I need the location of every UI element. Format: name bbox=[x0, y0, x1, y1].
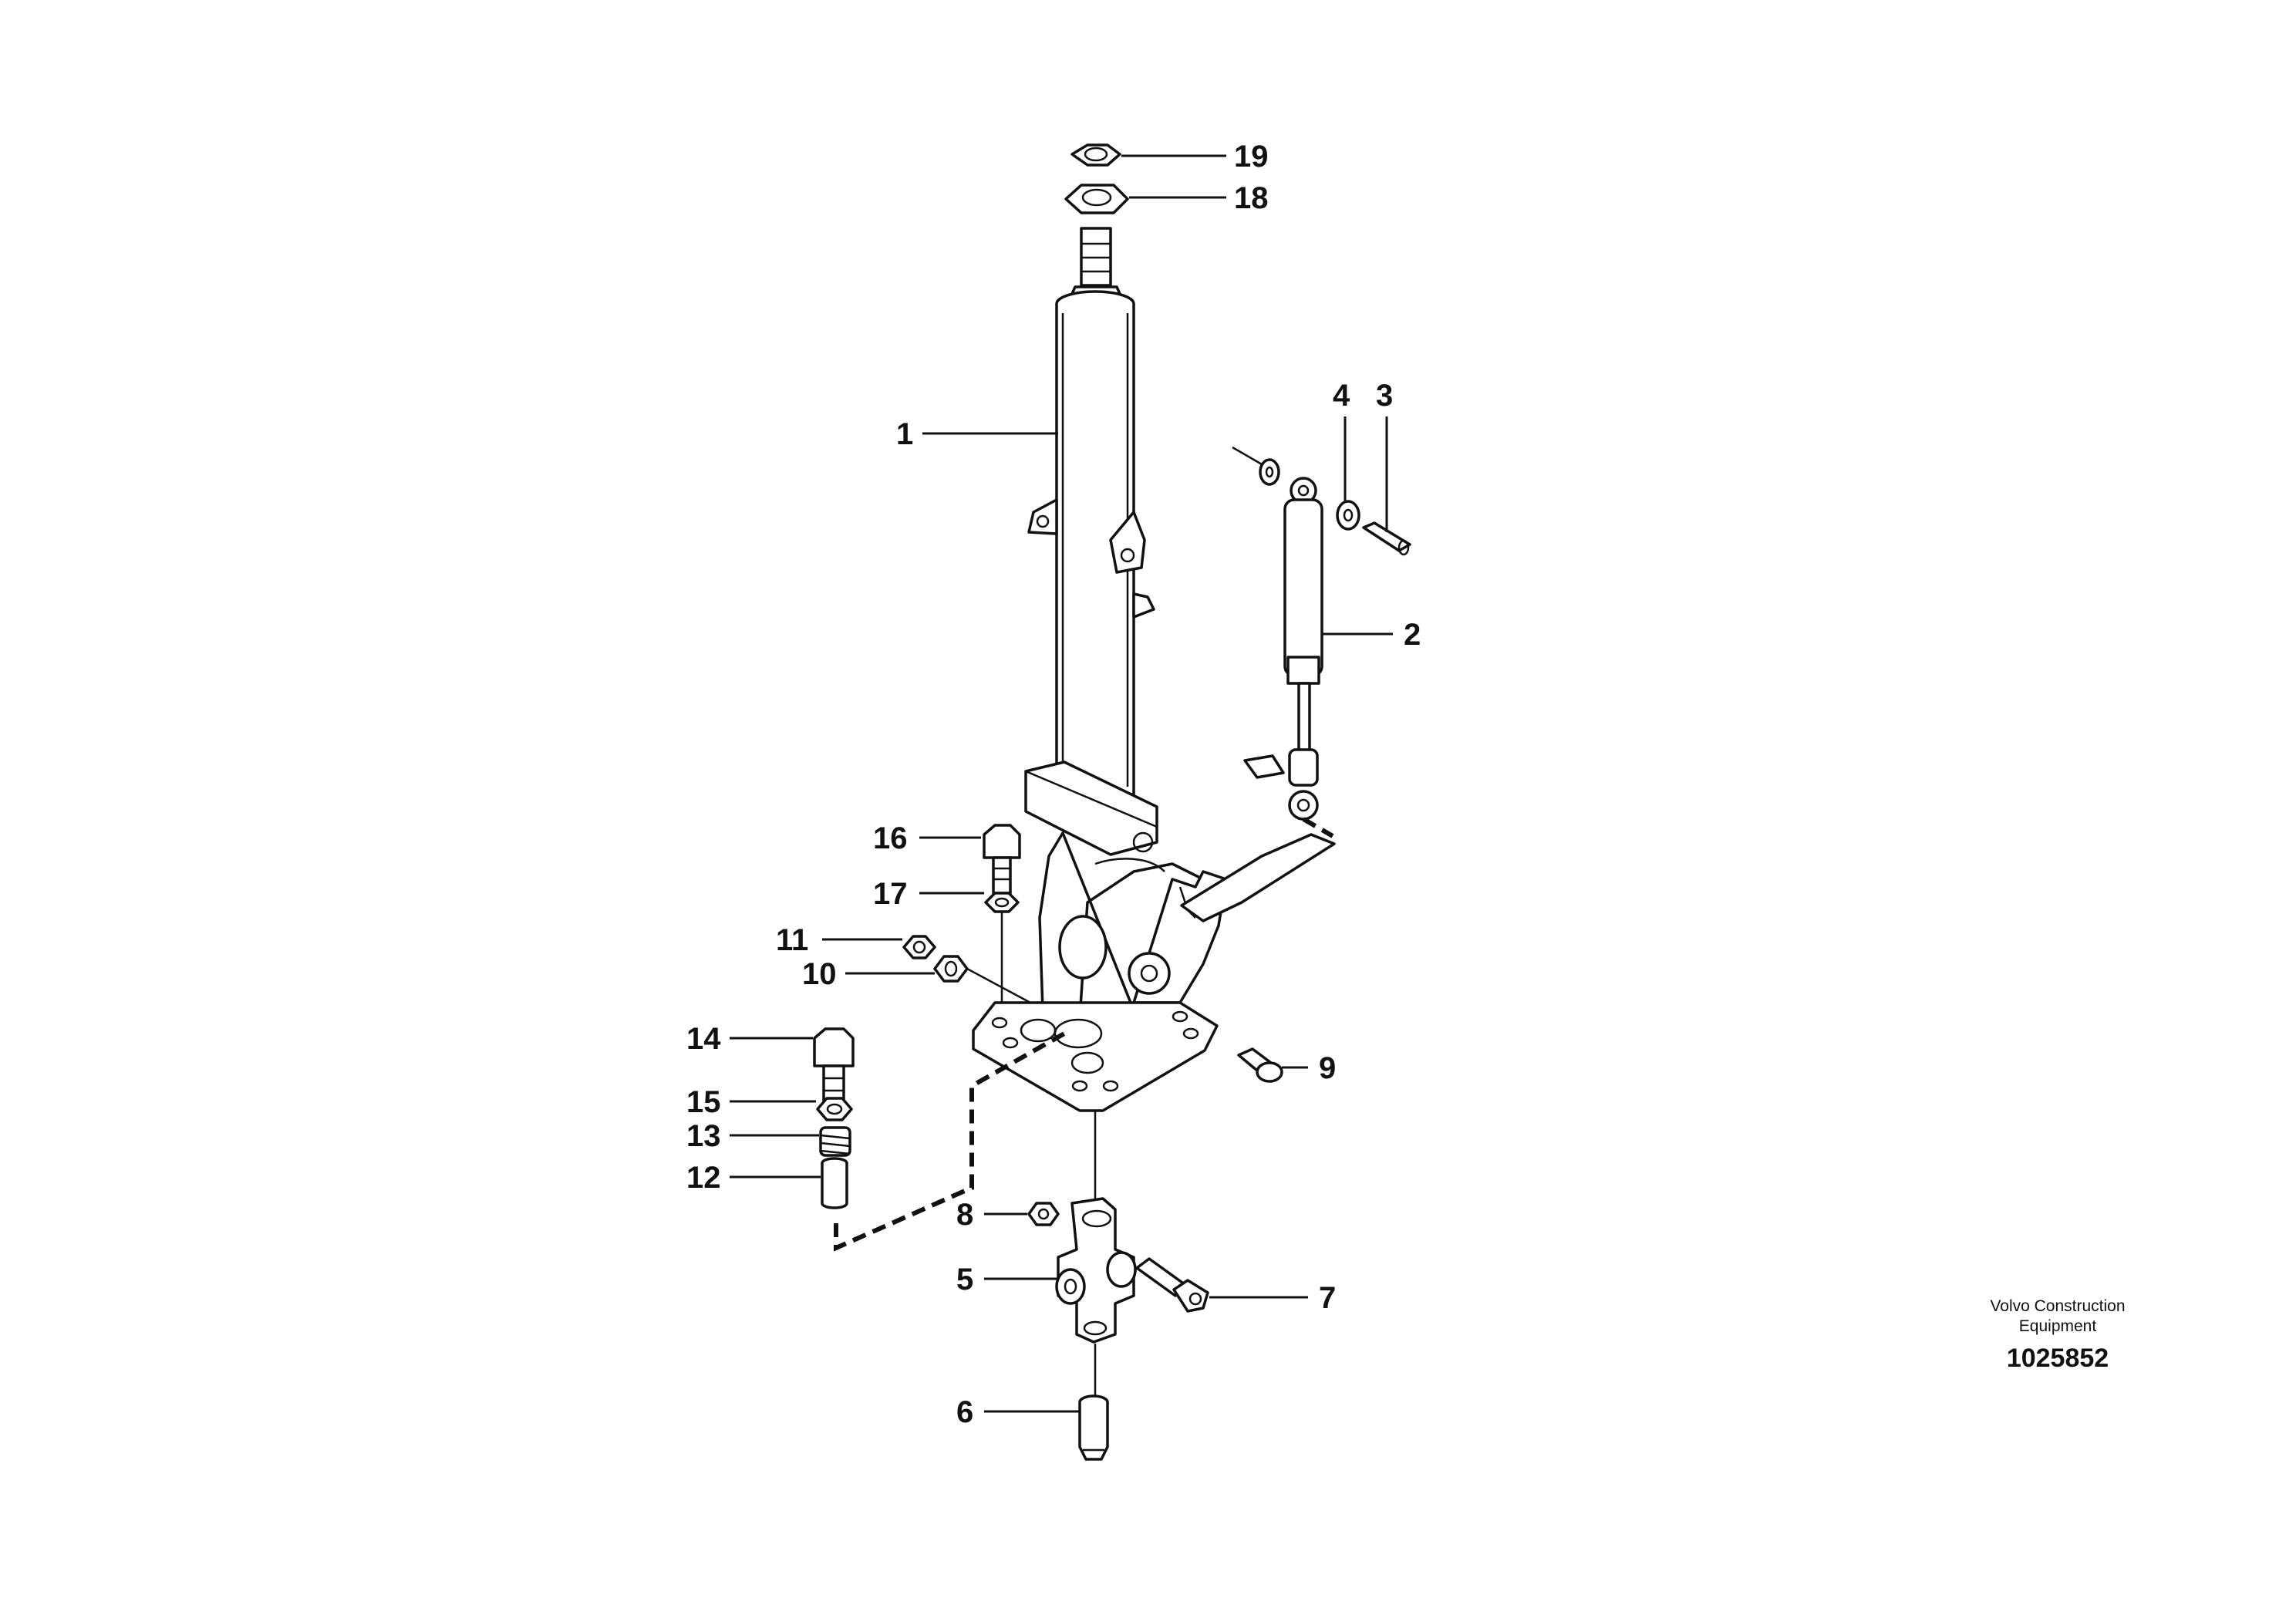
dashed-path-cable bbox=[1302, 817, 1334, 838]
callout-2: 2 bbox=[1404, 618, 1421, 652]
callout-18: 18 bbox=[1234, 181, 1269, 215]
callout-17: 17 bbox=[873, 877, 908, 911]
callout-16: 16 bbox=[873, 821, 908, 855]
callout-5: 5 bbox=[956, 1263, 973, 1297]
part-18-washer[interactable] bbox=[1064, 184, 1129, 214]
part-2-gas-spring[interactable] bbox=[1243, 477, 1323, 821]
callout-10: 10 bbox=[802, 957, 837, 991]
part-1-steering-column[interactable] bbox=[972, 227, 1228, 1112]
part-16-bolt[interactable] bbox=[983, 824, 1021, 895]
part-5-universal-joint[interactable] bbox=[1055, 1197, 1137, 1344]
part-8-nut[interactable] bbox=[1027, 1202, 1060, 1226]
part-10-washer[interactable] bbox=[933, 955, 969, 983]
part-6-coupling[interactable] bbox=[1078, 1394, 1109, 1461]
callout-15: 15 bbox=[686, 1085, 721, 1119]
part-12-sleeve[interactable] bbox=[821, 1157, 848, 1209]
part-14-bolt[interactable] bbox=[813, 1027, 855, 1104]
callout-1: 1 bbox=[896, 417, 913, 451]
washer-left[interactable] bbox=[1259, 458, 1280, 486]
callout-13: 13 bbox=[686, 1119, 721, 1153]
callout-9: 9 bbox=[1319, 1051, 1336, 1085]
part-17-washer[interactable] bbox=[984, 892, 1020, 913]
axis-line-washer10 bbox=[966, 967, 1031, 1004]
axis-line-pin bbox=[1232, 446, 1263, 466]
brand-line-2: Equipment bbox=[2019, 1317, 2097, 1335]
callout-6: 6 bbox=[956, 1395, 973, 1429]
part-15-washer[interactable] bbox=[816, 1097, 853, 1121]
dashed-path-12 bbox=[834, 1031, 1066, 1252]
callout-4: 4 bbox=[1333, 379, 1350, 413]
part-4-washer[interactable] bbox=[1336, 500, 1360, 531]
part-19-nut[interactable] bbox=[1070, 143, 1121, 167]
part-3-pin[interactable] bbox=[1362, 521, 1411, 556]
part-11-nut[interactable] bbox=[902, 935, 936, 959]
brand-line-1: Volvo Construction bbox=[1990, 1297, 2125, 1315]
callout-7: 7 bbox=[1319, 1281, 1336, 1315]
part-13-spring[interactable] bbox=[819, 1126, 851, 1157]
callout-12: 12 bbox=[686, 1161, 721, 1195]
callout-19: 19 bbox=[1234, 140, 1269, 174]
callout-3: 3 bbox=[1376, 379, 1393, 413]
drawing-number: 1025852 bbox=[2007, 1344, 2109, 1373]
part-7-bolt[interactable] bbox=[1135, 1257, 1209, 1313]
callout-11: 11 bbox=[776, 923, 808, 957]
callout-8: 8 bbox=[956, 1198, 973, 1232]
connector-cable bbox=[1180, 833, 1336, 922]
callout-14: 14 bbox=[686, 1022, 721, 1056]
part-9-screw[interactable] bbox=[1237, 1047, 1283, 1083]
